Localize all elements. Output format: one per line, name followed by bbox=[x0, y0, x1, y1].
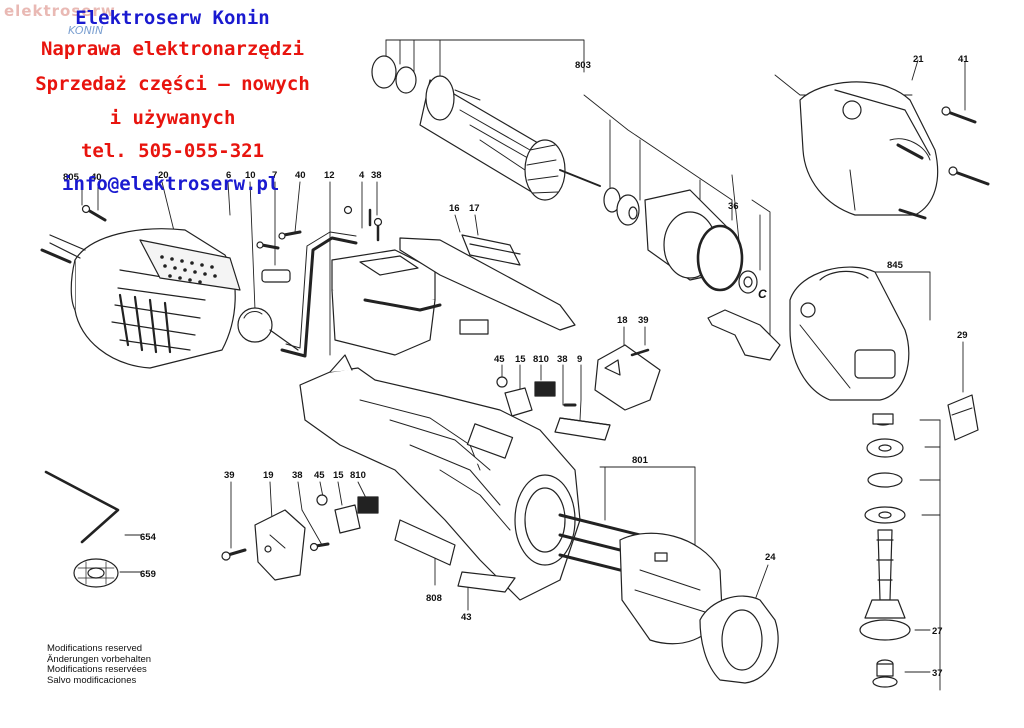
label-17: 17 bbox=[469, 203, 480, 214]
label-4: 4 bbox=[359, 170, 365, 181]
label-15b: 15 bbox=[333, 470, 344, 481]
label-45b: 45 bbox=[314, 470, 325, 481]
label-654: 654 bbox=[140, 532, 157, 543]
label-801: 801 bbox=[632, 455, 649, 466]
label-39b: 39 bbox=[224, 470, 235, 481]
armature-part bbox=[371, 55, 640, 226]
label-41: 41 bbox=[958, 54, 969, 65]
label-7: 7 bbox=[272, 170, 277, 181]
advert-line-used: i używanych bbox=[109, 107, 236, 129]
clip-part bbox=[947, 394, 979, 441]
gear-cover-part bbox=[799, 81, 939, 216]
label-9: 9 bbox=[577, 354, 582, 365]
shop-title: Elektroserw Konin bbox=[75, 7, 270, 29]
label-10: 10 bbox=[245, 170, 256, 181]
label-810a: 810 bbox=[533, 354, 549, 365]
label-37: 37 bbox=[932, 668, 943, 679]
part-labels: 805 40 20 6 10 7 40 12 4 38 803 21 41 16… bbox=[63, 54, 969, 679]
end-cap-part bbox=[699, 595, 779, 684]
hex-key-654 bbox=[44, 470, 120, 544]
brush-strip-part bbox=[399, 234, 576, 331]
field-coil-part bbox=[558, 513, 723, 645]
label-19: 19 bbox=[263, 470, 274, 481]
small-screws bbox=[81, 204, 383, 283]
lower-left-parts bbox=[221, 494, 379, 581]
spindle-stack bbox=[859, 413, 911, 688]
advert-phone: tel. 505-055-321 bbox=[80, 140, 265, 162]
label-810b: 810 bbox=[350, 470, 366, 481]
advert-line-sales: Sprzedaż części – nowych bbox=[35, 73, 310, 95]
switch-and-cable bbox=[280, 231, 489, 358]
shop-advert: elektroserw KONIN Elektroserw Konin Napr… bbox=[0, 0, 360, 200]
label-21: 21 bbox=[913, 54, 924, 65]
label-38b: 38 bbox=[557, 354, 568, 365]
advert-line-repair: Naprawa elektronarzędzi bbox=[40, 38, 305, 60]
bearing-housing-part bbox=[644, 189, 758, 294]
label-659: 659 bbox=[140, 569, 156, 580]
label-27: 27 bbox=[932, 626, 943, 637]
label-24: 24 bbox=[765, 552, 776, 563]
disc-659 bbox=[73, 558, 119, 588]
modifications-note: Modifications reserved Änderungen vorbeh… bbox=[47, 643, 152, 686]
label-29: 29 bbox=[957, 330, 968, 341]
label-38c: 38 bbox=[292, 470, 303, 481]
label-20: 20 bbox=[158, 170, 169, 181]
modifications-line: Salvo modificaciones bbox=[47, 674, 137, 686]
label-38a: 38 bbox=[371, 170, 382, 181]
gear-housing-part bbox=[789, 266, 910, 401]
watermark-logo: elektroserw bbox=[4, 2, 116, 20]
label-845: 845 bbox=[887, 260, 904, 271]
ball-part bbox=[237, 307, 299, 351]
label-40a: 40 bbox=[91, 172, 102, 183]
label-43: 43 bbox=[461, 612, 472, 623]
watermark-logo-sub: KONIN bbox=[68, 24, 104, 37]
housing-cap-part bbox=[40, 228, 241, 369]
main-housing-part bbox=[299, 354, 581, 601]
label-45a: 45 bbox=[494, 354, 505, 365]
lever-part bbox=[707, 309, 781, 361]
screws-41 bbox=[896, 106, 990, 220]
modifications-line: Modifications reservées bbox=[47, 664, 147, 676]
label-18: 18 bbox=[617, 315, 628, 326]
label-808: 808 bbox=[426, 593, 442, 604]
modifications-line: Modifications reserved bbox=[47, 643, 143, 654]
label-40b: 40 bbox=[295, 170, 306, 181]
label-6: 6 bbox=[226, 170, 231, 181]
brush-plate-18 bbox=[594, 344, 661, 411]
label-803: 803 bbox=[575, 60, 591, 71]
label-12: 12 bbox=[324, 170, 335, 181]
advert-email: info@elektroserw.pl bbox=[62, 173, 280, 195]
label-15a: 15 bbox=[515, 354, 526, 365]
label-16: 16 bbox=[449, 203, 460, 214]
modifications-line: Änderungen vorbehalten bbox=[47, 653, 152, 665]
label-39a: 39 bbox=[638, 315, 649, 326]
label-c: C bbox=[758, 287, 767, 301]
label-36: 36 bbox=[728, 201, 739, 212]
label-805: 805 bbox=[63, 172, 80, 183]
label-sheets bbox=[394, 417, 611, 593]
